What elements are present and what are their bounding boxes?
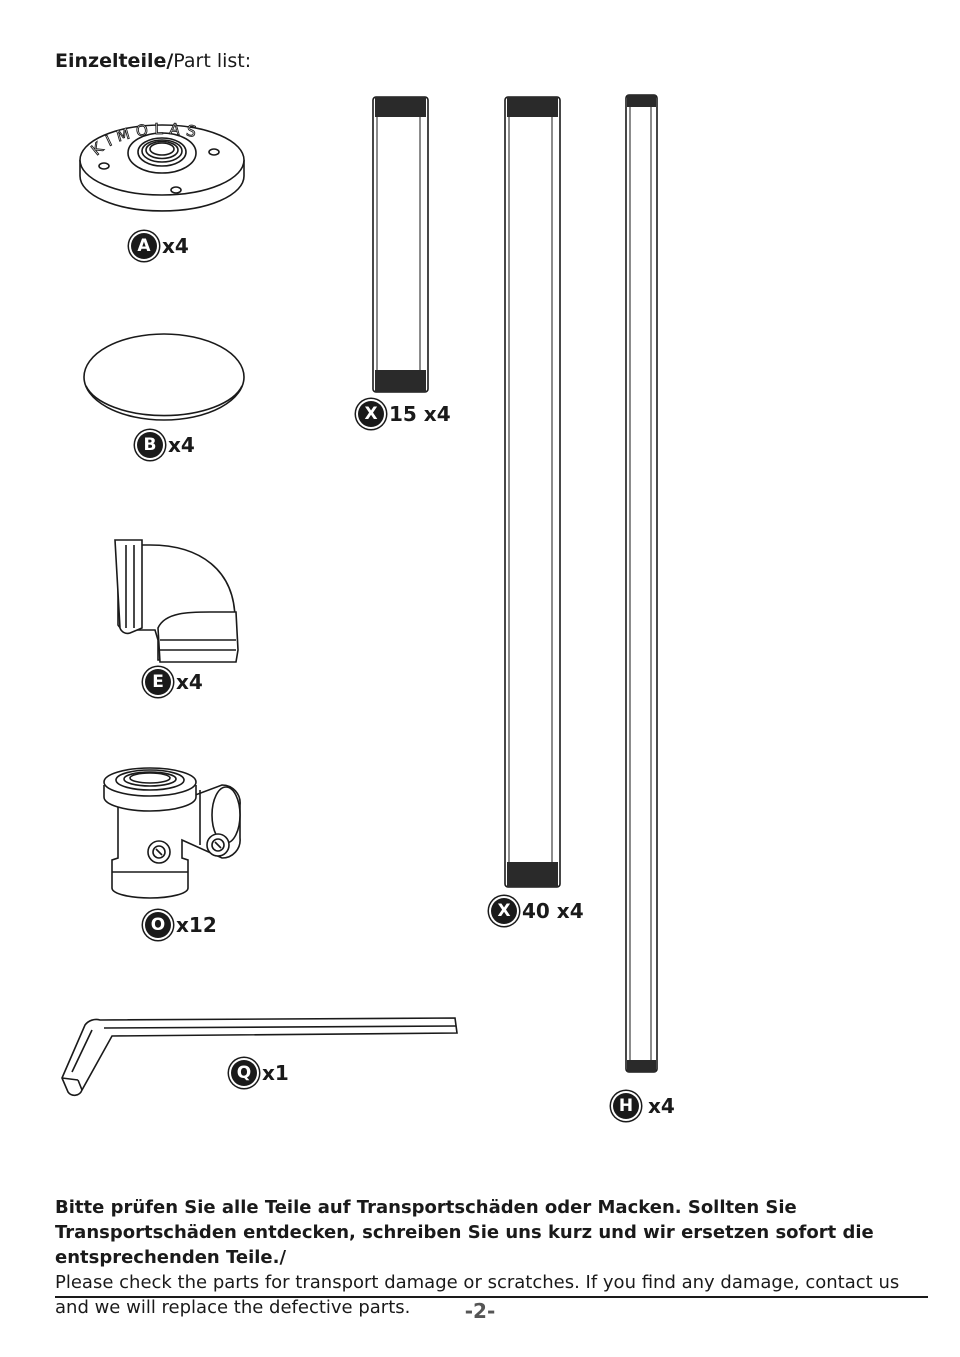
part-qty-b: x4 [168, 433, 195, 457]
part-qty-x40: 40 x4 [522, 899, 584, 923]
part-badge-b: B [137, 432, 163, 458]
part-qty-h: x4 [648, 1094, 675, 1118]
part-badge-x15: X [358, 401, 384, 427]
page-title: Einzelteile/Part list: [55, 50, 251, 72]
pipe-h-part [625, 94, 658, 1073]
damage-notice-german: Bitte prüfen Sie alle Teile auf Transpor… [55, 1197, 874, 1268]
title-english: Part list: [173, 50, 252, 72]
footer-divider [55, 1296, 928, 1298]
page-number: -2- [464, 1299, 496, 1323]
felt-pad-part-b [83, 333, 245, 421]
flange-part-a: KIMOLAS [79, 119, 245, 212]
damage-notice-english: Please check the parts for transport dam… [55, 1272, 900, 1318]
hex-key-part-q [61, 1017, 458, 1097]
damage-notice: Bitte prüfen Sie alle Teile auf Transpor… [55, 1195, 935, 1320]
part-badge-e: E [145, 669, 171, 695]
part-qty-x15: 15 x4 [389, 402, 451, 426]
part-badge-x40: X [491, 898, 517, 924]
part-badge-q: Q [231, 1060, 257, 1086]
part-badge-a: A [131, 233, 157, 259]
pipe-x40-part [504, 96, 561, 888]
part-badge-o: O [145, 912, 171, 938]
pipe-x15-part [372, 96, 429, 393]
part-qty-a: x4 [162, 234, 189, 258]
part-qty-q: x1 [262, 1061, 289, 1085]
part-qty-e: x4 [176, 670, 203, 694]
elbow-part-e [114, 539, 239, 663]
tee-part-o [103, 767, 241, 899]
part-badge-h: H [613, 1093, 639, 1119]
title-german: Einzelteile/ [55, 50, 174, 72]
part-qty-o: x12 [176, 913, 217, 937]
